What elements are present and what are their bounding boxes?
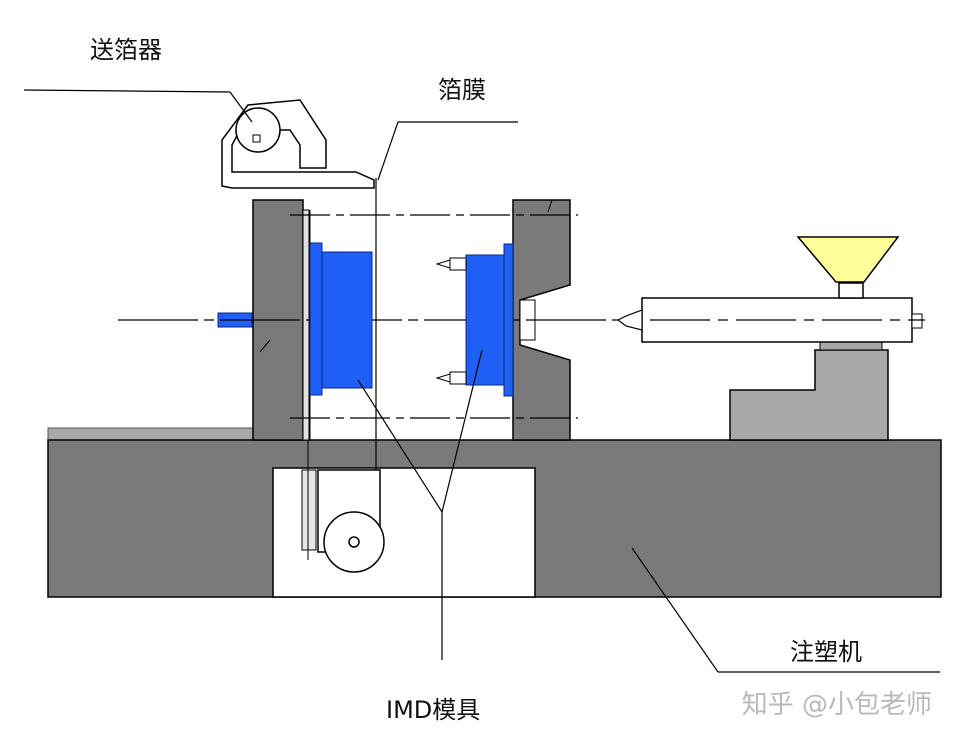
hopper (796, 236, 900, 283)
label-injection-machine: 注塑机 (790, 638, 862, 666)
watermark: 知乎 @小包老师 (741, 690, 932, 720)
mold-half-moving (435, 243, 514, 397)
base-opening (272, 467, 536, 598)
label-foil-film: 箔膜 (438, 76, 486, 104)
injection-unit (616, 236, 925, 441)
machine-base (47, 427, 942, 598)
tie-bars (118, 214, 640, 419)
leader-lines (357, 349, 940, 673)
foil-takeup-reel (301, 469, 385, 573)
foil-feeder (23, 89, 375, 189)
label-foil-feeder: 送箔器 (90, 36, 162, 64)
mold-half-fixed (309, 242, 373, 396)
label-imd-mold: IMD模具 (386, 696, 481, 724)
moving-platen (512, 199, 571, 441)
